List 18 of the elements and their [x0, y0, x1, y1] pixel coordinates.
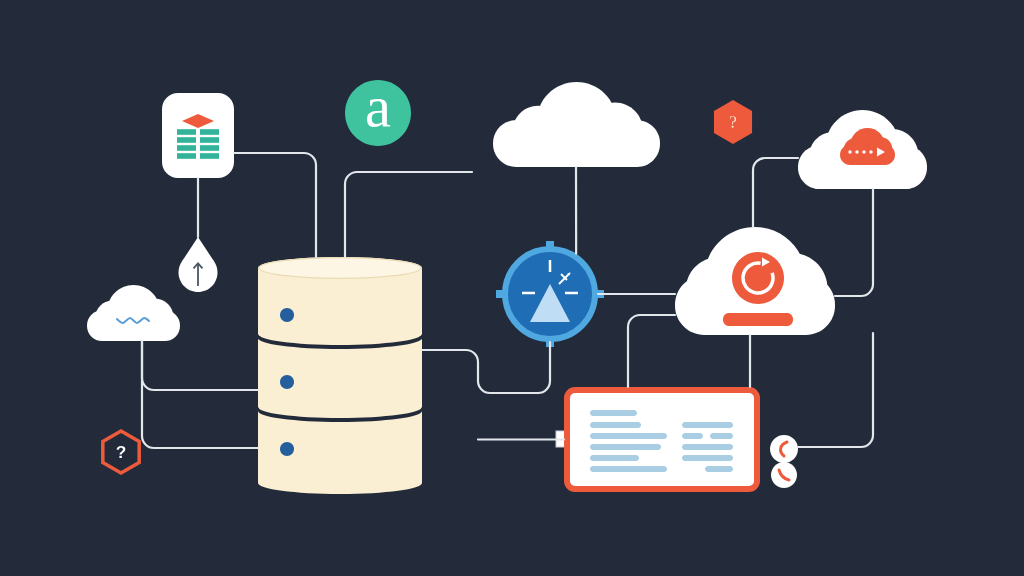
connector-line	[343, 170, 474, 259]
connector-line	[140, 339, 260, 450]
connector-line	[420, 340, 552, 395]
connector-line	[748, 333, 752, 389]
connector-line	[476, 438, 566, 441]
hexagon-badge: ?	[101, 429, 141, 475]
connector-line	[196, 176, 200, 239]
connector-line	[596, 292, 677, 296]
link-icon	[770, 435, 798, 488]
hexagon-badge: ?	[713, 100, 753, 144]
connector-line	[751, 156, 800, 229]
letter-badge: a	[345, 80, 411, 146]
connector-line	[626, 313, 677, 389]
connector-line	[796, 331, 875, 449]
cloud	[493, 82, 660, 167]
connector-line	[574, 165, 578, 255]
connector-line	[232, 151, 318, 259]
connector-line	[833, 187, 875, 298]
